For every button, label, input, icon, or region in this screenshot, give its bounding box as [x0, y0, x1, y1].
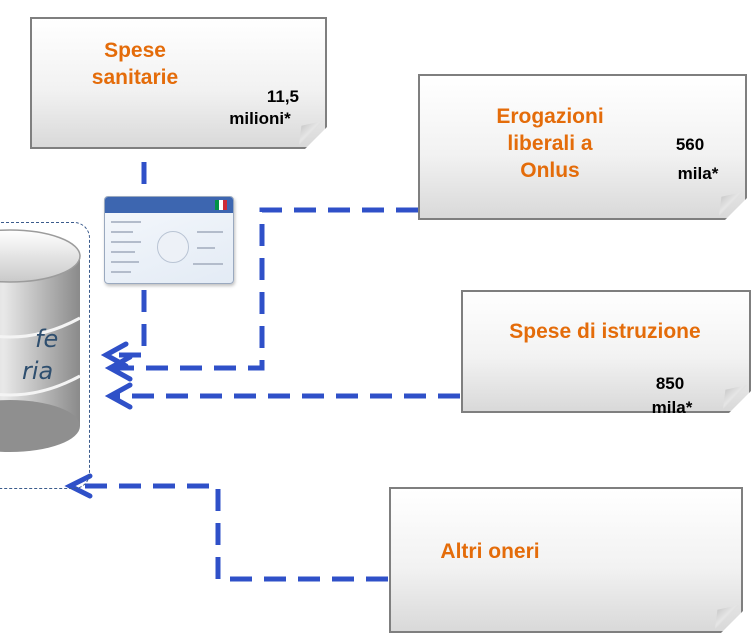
connector-spese-sanitarie: [108, 162, 147, 358]
istruzione-value-line-1: 850: [655, 374, 685, 393]
altri-oneri-title: Altri oneri: [440, 540, 540, 563]
erogazioni-value-line-2: mila*: [677, 164, 719, 183]
spese-sanitarie-value-line-1: 11,5: [266, 87, 299, 106]
erogazioni-title-line-3: Onlus: [520, 159, 580, 182]
database-group: [0, 222, 90, 489]
database-label-fragment-2: ria: [22, 357, 54, 385]
note-altri-oneri: [389, 487, 743, 633]
erogazioni-title-line-1: Erogazioni: [496, 105, 604, 128]
database-cylinder-icon: [0, 229, 81, 452]
note-spese-sanitarie: [30, 17, 327, 149]
note-erogazioni: [418, 74, 747, 220]
erogazioni-value-line-1: 560: [675, 135, 705, 154]
spese-sanitarie-title-line-1: Spese: [104, 39, 166, 62]
connector-altri-oneri: [72, 483, 388, 582]
erogazioni-title-line-2: liberali a: [507, 132, 593, 155]
arrowhead-erogazioni: [104, 354, 133, 382]
spese-sanitarie-value-line-2: milioni*: [229, 109, 291, 128]
spese-sanitarie-title-line-2: sanitarie: [91, 66, 179, 89]
tessera-sanitaria-card-icon: [104, 196, 234, 284]
note-istruzione: [461, 290, 751, 413]
istruzione-value-line-2: mila*: [651, 398, 693, 417]
connector-erogazioni: [112, 207, 418, 371]
database-label-fragment-1: fe: [35, 325, 59, 353]
arrowhead-istruzione: [104, 382, 133, 410]
istruzione-title: Spese di istruzione: [509, 320, 701, 343]
